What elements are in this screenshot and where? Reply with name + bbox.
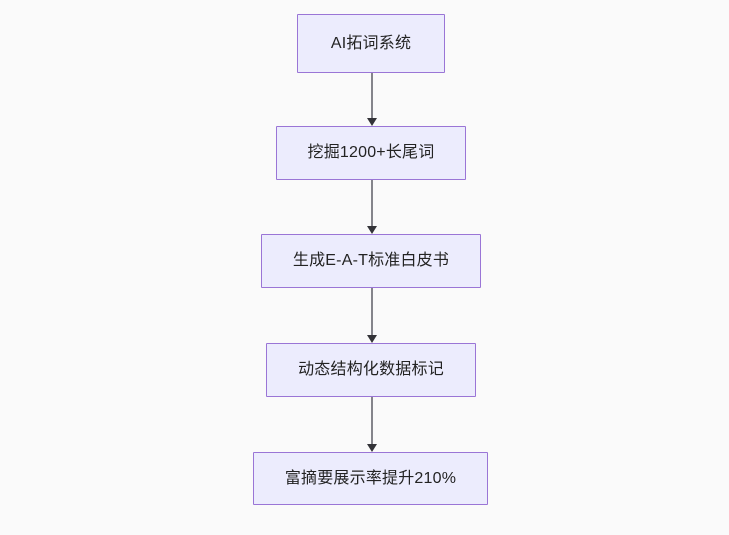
flow-node-structured-data-markup[interactable]: 动态结构化数据标记 bbox=[266, 343, 476, 397]
arrowhead-icon bbox=[367, 335, 377, 343]
flow-node-eat-whitepaper[interactable]: 生成E-A-T标准白皮书 bbox=[261, 234, 481, 288]
edge-line bbox=[371, 288, 373, 336]
flow-edge-1 bbox=[367, 73, 377, 126]
edge-line bbox=[371, 180, 373, 227]
flow-node-ai-keyword-system[interactable]: AI拓词系统 bbox=[297, 14, 445, 73]
flow-node-rich-snippet-result[interactable]: 富摘要展示率提升210% bbox=[253, 452, 488, 505]
edge-line bbox=[371, 397, 373, 445]
flow-edge-4 bbox=[367, 397, 377, 452]
arrowhead-icon bbox=[367, 444, 377, 452]
flow-edge-3 bbox=[367, 288, 377, 343]
edge-line bbox=[371, 73, 373, 119]
arrowhead-icon bbox=[367, 118, 377, 126]
flow-edge-2 bbox=[367, 180, 377, 234]
arrowhead-icon bbox=[367, 226, 377, 234]
flow-node-longtail-keywords[interactable]: 挖掘1200+长尾词 bbox=[276, 126, 466, 180]
